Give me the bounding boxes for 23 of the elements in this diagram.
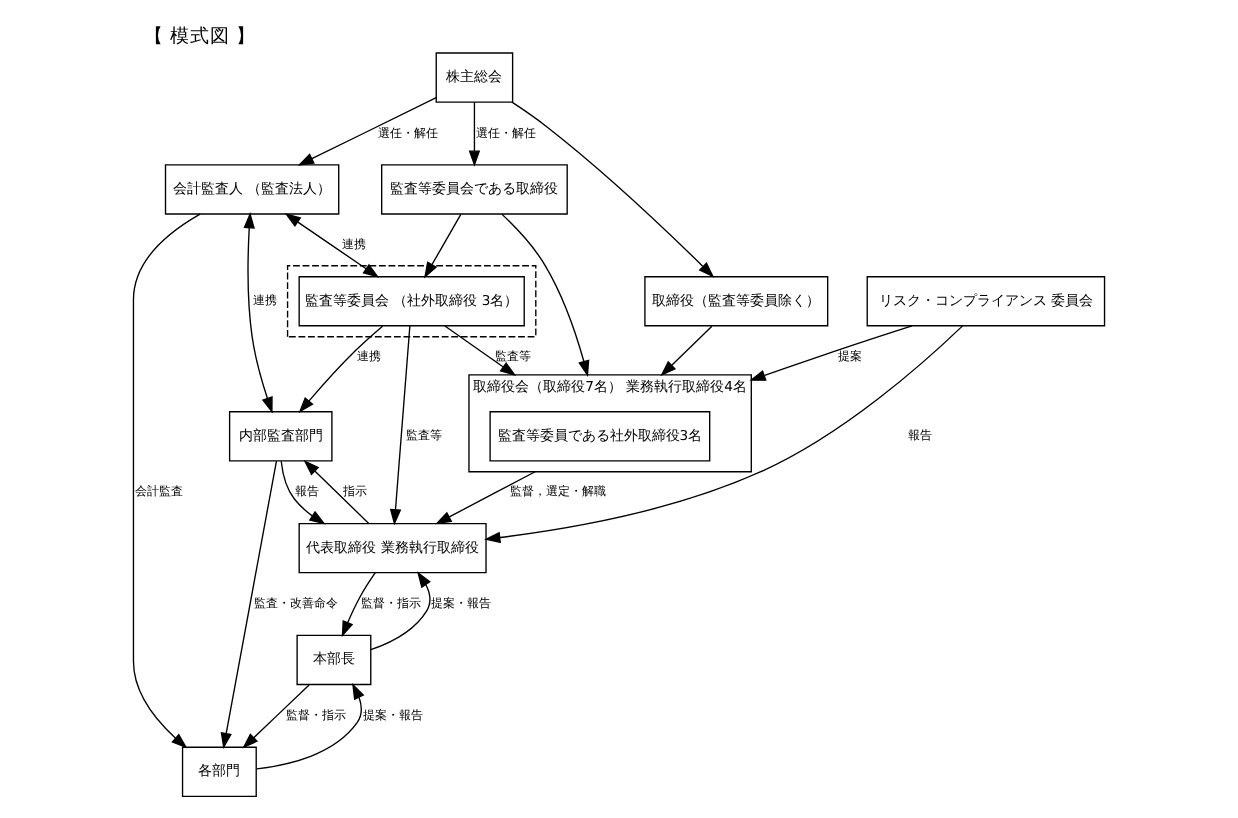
arrow: [468, 101, 481, 167]
diagram-title: 【 模式図 】: [143, 26, 256, 49]
arrow: [444, 325, 517, 377]
arrow: [484, 325, 964, 544]
arrow: [435, 471, 536, 525]
arrow: [424, 213, 462, 279]
arrow: [280, 460, 326, 525]
arrow: [749, 325, 913, 381]
arrow: [341, 572, 376, 638]
arrow: [303, 459, 370, 525]
arrow: [660, 325, 713, 377]
arrow: [370, 571, 431, 651]
arrow: [389, 325, 411, 526]
arrow: [511, 101, 715, 278]
arrow: [242, 684, 310, 749]
arrow: [298, 325, 384, 414]
arrow: [501, 213, 590, 377]
arrow: [243, 212, 273, 414]
arrow: [284, 213, 380, 278]
arrow: [297, 97, 437, 166]
arrow: [220, 460, 278, 750]
arrow: [132, 213, 201, 749]
arrow: [256, 683, 365, 770]
